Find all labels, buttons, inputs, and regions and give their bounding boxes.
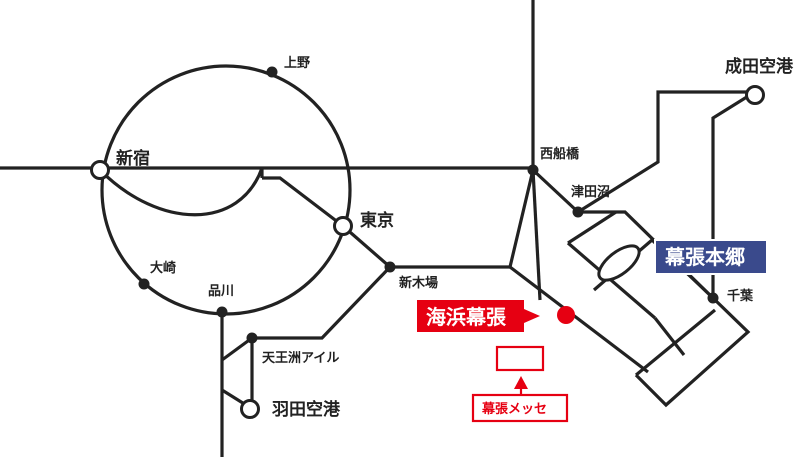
kaihin-makuhari-badge [417,300,540,332]
narita-label: 成田空港 [725,56,794,77]
station-dots [138,66,719,344]
makuhari-hongo-group: 幕張本郷 [654,239,768,275]
chiba-dot [707,292,719,304]
shinagawa-dot [216,306,228,318]
tennozu-label: 天王洲アイル [262,351,339,366]
tokyo-hub [333,216,353,236]
makuhari-messe-tag [471,393,569,423]
tennozu-dot [246,332,258,344]
makuhari-hongo-label: 幕張本郷 [664,245,745,269]
narita-line-b [711,93,751,298]
haneda-hub [240,399,260,419]
tokyo-label: 東京 [360,210,394,231]
keiyo-east-line [509,265,649,374]
narita-hub [745,85,765,105]
keiyo-line [341,169,535,269]
makuhari-hongo-badge [654,239,768,275]
musashino-line-south [531,169,542,301]
yamanote-loop-line [100,64,352,316]
makuhari-messe-group: 幕張メッセ [471,345,569,423]
shinagawa-label: 品川 [208,284,234,299]
osaki-dot [138,278,150,290]
hub-stations [90,85,765,419]
tsudanuma-label: 津田沼 [571,184,610,200]
makuhari-messe-label: 幕張メッセ [481,401,547,417]
keiyo-inner-line [262,176,344,228]
chiba-label: 千葉 [727,288,754,304]
nishifunabashi-label: 西船橋 [540,146,580,162]
shinjuku-label: 新宿 [116,148,150,169]
kaihin-makuhari-group: 海浜幕張 [417,300,575,332]
nishifunabashi-dot [527,164,539,176]
chuo-line [98,167,264,217]
rail-lines [0,0,751,457]
rinkai-line [252,265,392,340]
ueno-label: 上野 [284,56,310,71]
shinkiba-dot [384,261,396,273]
osaki-label: 大崎 [150,260,176,276]
narita-line-a [577,90,750,214]
grid-line-f [653,317,686,356]
makuhari-hongo-marker [597,244,641,282]
haneda-label: 羽田空港 [272,399,341,420]
shinkiba-label: 新木場 [399,275,438,291]
makuhari-messe-site [495,345,545,372]
monorail-link [221,336,253,362]
keikyu-haneda-link [221,388,247,407]
kaihin-makuhari-label: 海浜幕張 [426,305,507,329]
kaihin-makuhari-dot [557,306,575,324]
ueno-dot [266,66,278,78]
grid-line-g [634,308,717,377]
sobu-east-line [531,168,580,214]
grid-line-a [567,210,617,245]
grid-line-e [634,296,751,408]
shinjuku-hub [90,160,110,180]
tsudanuma-dot [572,206,584,218]
makuhari-messe-pointer [514,376,528,389]
station-labels: 上野 新宿 東京 大崎 品川 天王洲アイル 羽田空港 新木場 西船橋 津田沼 千… [116,56,794,420]
